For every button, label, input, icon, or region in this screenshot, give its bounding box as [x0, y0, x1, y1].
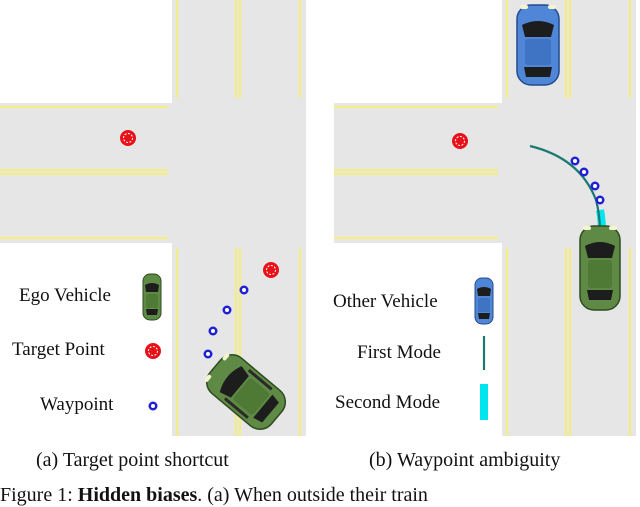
panel-a-scene [0, 0, 310, 440]
target-point-marker [120, 130, 136, 146]
second-mode-icon [480, 384, 488, 420]
figure-caption-bold: Hidden biases [77, 484, 198, 506]
target-point-icon [145, 343, 161, 359]
target-point-marker [452, 133, 468, 149]
waypoint-markers [203, 285, 249, 359]
figure-caption-rest: . (a) When outside their train [197, 484, 428, 506]
panel-a: Ego Vehicle Target Point Waypoint [0, 0, 310, 440]
caption-panel-b: (b) Waypoint ambiguity [369, 449, 561, 471]
figure-caption-prefix: Figure 1: [0, 484, 78, 506]
panel-b: Other Vehicle First Mode Second Mode [330, 0, 640, 440]
waypoint-icon [148, 401, 158, 411]
legend-label-first-mode: First Mode [357, 342, 441, 363]
ego-vehicle-car [579, 225, 621, 311]
legend-label-second-mode: Second Mode [335, 392, 441, 413]
figure-caption: Figure 1: Hidden biases. (a) When outsid… [0, 484, 640, 507]
legend-area-b [330, 252, 502, 440]
other-vehicle-car [516, 4, 560, 86]
target-point-marker [263, 262, 279, 278]
legend-label-waypoint: Waypoint [40, 394, 114, 415]
other-vehicle-icon [474, 277, 494, 325]
ego-vehicle-icon [142, 273, 162, 321]
panel-b-scene [330, 0, 640, 440]
legend-label-target-point: Target Point [12, 339, 105, 360]
legend-label-ego-vehicle: Ego Vehicle [19, 285, 111, 306]
waypoint-markers [570, 156, 605, 205]
ego-vehicle-car [204, 353, 287, 430]
caption-panel-a: (a) Target point shortcut [36, 449, 229, 471]
legend-label-other-vehicle: Other Vehicle [333, 291, 438, 312]
